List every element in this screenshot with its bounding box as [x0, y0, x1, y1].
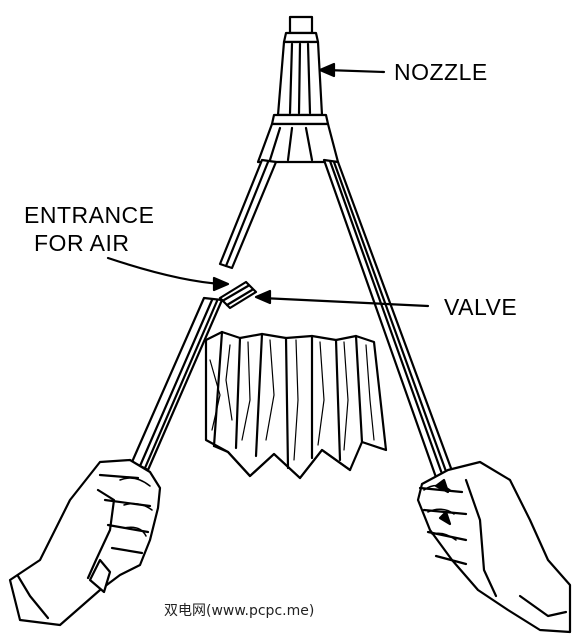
nozzle-part	[256, 15, 340, 164]
nozzle-arrow	[318, 62, 386, 78]
left-hand	[8, 458, 162, 627]
valve-arrow	[254, 289, 430, 308]
watermark-text: 双电网(www.pcpc.me)	[164, 603, 315, 619]
entrance-arrow	[106, 256, 230, 292]
nozzle-label: NOZZLE	[394, 59, 488, 85]
valve-flap	[218, 280, 258, 310]
entrance-label-line1: ENTRANCE	[24, 202, 155, 228]
right-hand	[416, 460, 572, 634]
bellows-pleats	[204, 330, 388, 480]
upper-left-board	[218, 158, 278, 270]
valve-label: VALVE	[444, 294, 518, 320]
entrance-label-line2: FOR AIR	[34, 230, 130, 256]
